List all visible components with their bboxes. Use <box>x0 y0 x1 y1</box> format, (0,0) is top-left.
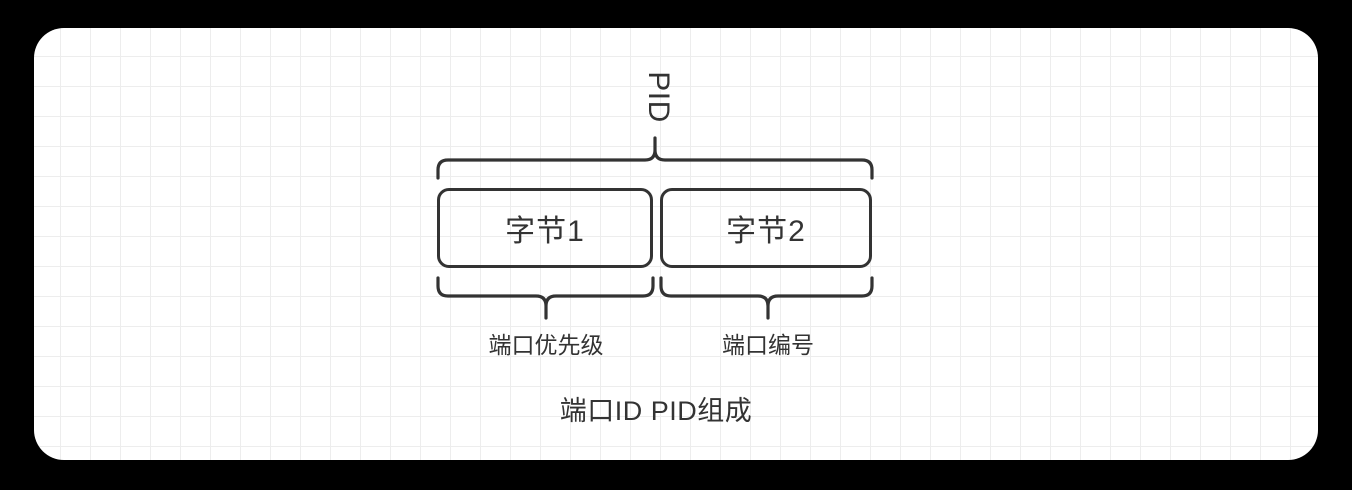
byte-box-2-label: 字节2 <box>726 215 806 248</box>
grid-card <box>34 28 1318 460</box>
caption-port-number: 端口编号 <box>722 332 814 358</box>
caption-port-priority: 端口优先级 <box>488 332 604 358</box>
pid-overall-label: PID <box>642 71 675 123</box>
byte-box-1-label: 字节1 <box>505 215 585 248</box>
figure-title: 端口ID PID组成 <box>559 396 753 426</box>
byte-box-2[interactable]: 字节2 <box>660 188 872 268</box>
byte-box-1[interactable]: 字节1 <box>437 188 653 268</box>
